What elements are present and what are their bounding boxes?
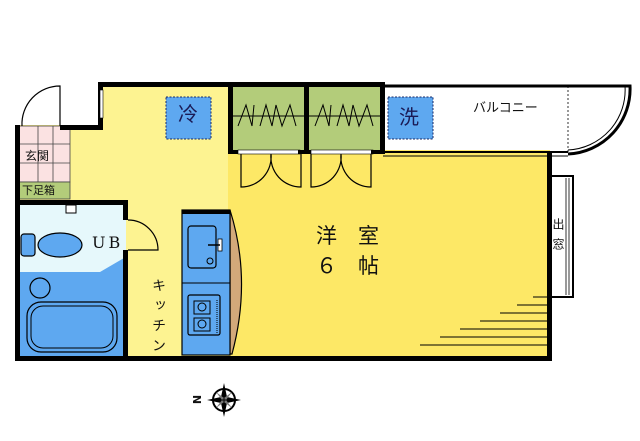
bay-window-label: 出窓 xyxy=(551,218,565,258)
bathtub xyxy=(26,301,118,353)
compass-icon xyxy=(207,383,241,417)
compass-north-label: N xyxy=(191,394,205,405)
closet-door-2 xyxy=(310,153,372,188)
closet-1 xyxy=(232,86,304,150)
closet-door-1 xyxy=(240,153,302,188)
bath-door xyxy=(127,219,159,251)
fridge-label: 冷 xyxy=(178,102,198,126)
washer-space xyxy=(387,96,434,140)
toilet-bowl xyxy=(37,232,83,258)
kitchen-label: キッチン xyxy=(150,278,166,358)
entrance-door xyxy=(21,85,61,127)
western-room-floor xyxy=(228,150,550,356)
balcony-outline xyxy=(383,84,632,156)
counter-edge xyxy=(229,209,243,355)
sunlight-hatching xyxy=(420,296,548,346)
fridge-space xyxy=(165,96,212,140)
closet-2 xyxy=(309,86,381,150)
sink-basin xyxy=(29,277,51,299)
washer-label: 洗 xyxy=(399,105,419,129)
western-room-size: ６ 帖 xyxy=(316,254,379,278)
western-room-label: 洋 室 xyxy=(316,224,379,248)
toilet-tank xyxy=(20,233,36,257)
unit-bath-label: UB xyxy=(92,233,124,252)
shoe-box-label: 下足箱 xyxy=(22,184,55,197)
balcony-label: バルコニー xyxy=(473,101,538,116)
kitchen-sink xyxy=(187,225,217,269)
gas-stove xyxy=(187,294,221,336)
entrance-label: 玄関 xyxy=(25,149,50,163)
